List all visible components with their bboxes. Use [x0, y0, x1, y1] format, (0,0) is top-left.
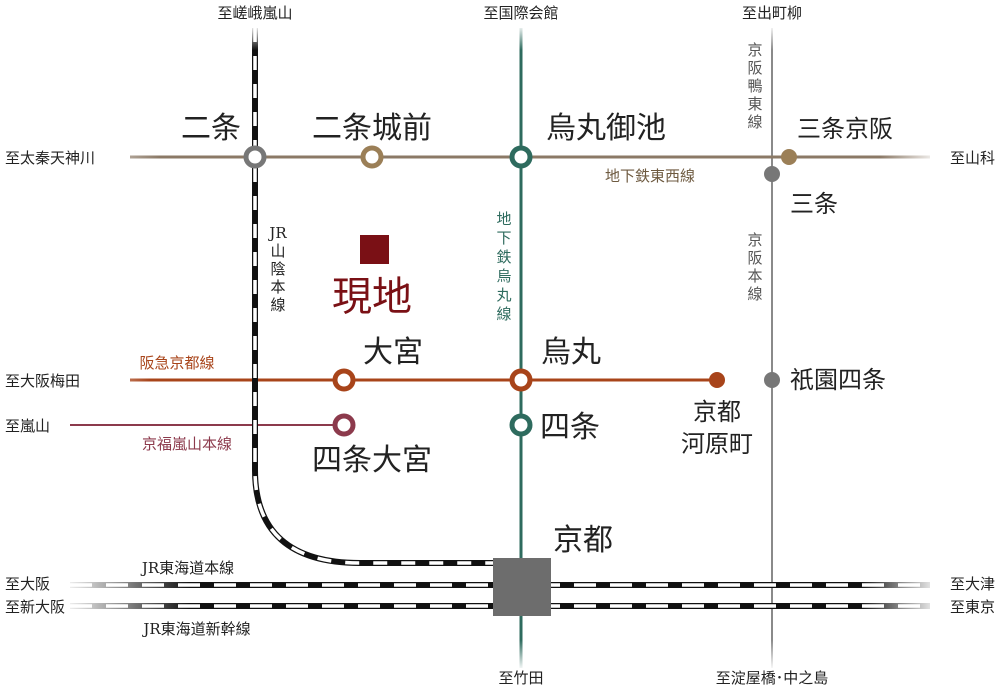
label-hankyu-line: 阪急京都線 — [139, 354, 214, 372]
svg-text:阪: 阪 — [747, 249, 762, 267]
label-jr-sanin-line: JR 山 陰 本 線 — [267, 224, 287, 314]
omiya-station-marker — [332, 368, 356, 392]
direction-shinosaka: 至新大阪 — [5, 598, 65, 616]
label-keihan-oto-line: 京 阪 鴨 東 線 — [747, 41, 762, 131]
kyoto-station-marker — [493, 558, 551, 616]
direction-osaka: 至大阪 — [5, 575, 50, 593]
label-randen-line: 京福嵐山本線 — [142, 435, 232, 453]
sanjo-station-marker — [764, 166, 780, 182]
svg-text:本: 本 — [747, 267, 762, 285]
label-keihan-main-line: 京 阪 本 線 — [747, 231, 762, 303]
svg-text:本: 本 — [270, 278, 285, 296]
station-karasumaoike: 烏丸御池 — [546, 111, 666, 146]
shijo-station-marker — [509, 413, 533, 437]
gionshijo-station-marker — [764, 372, 780, 388]
svg-text:地: 地 — [496, 210, 511, 228]
station-omiya: 大宮 — [363, 335, 423, 370]
station-sanjo: 三条 — [790, 190, 838, 218]
label-karasuma-line: 地 下 鉄 烏 丸 線 — [496, 210, 511, 323]
svg-text:陰: 陰 — [270, 260, 285, 278]
station-kyoto: 京都 — [553, 523, 613, 558]
station-shijo: 四条 — [540, 410, 600, 445]
karasumaoike-station-marker — [509, 145, 533, 169]
station-kawaramachi-line2: 河原町 — [681, 430, 753, 458]
label-tozai-line: 地下鉄東西線 — [605, 167, 695, 185]
svg-text:線: 線 — [496, 305, 511, 323]
station-karasuma: 烏丸 — [541, 335, 601, 370]
svg-text:丸: 丸 — [496, 286, 511, 304]
station-shijoomiya: 四条大宮 — [312, 443, 432, 478]
kawaramachi-station-marker — [709, 372, 725, 388]
station-gionshijo: 祇園四条 — [790, 366, 886, 394]
svg-text:京: 京 — [747, 231, 762, 249]
direction-yodoyabashi: 至淀屋橋･中之島 — [716, 669, 829, 687]
svg-text:鴨: 鴨 — [747, 77, 762, 95]
karasuma-station-marker — [509, 368, 533, 392]
direction-uzumasatenjingawa: 至太秦天神川 — [5, 149, 95, 167]
direction-yamashina: 至山科 — [950, 149, 995, 167]
direction-takeda: 至竹田 — [498, 669, 543, 687]
jr-sanin-line — [252, 28, 495, 566]
nijo-station-marker — [243, 145, 267, 169]
site-label: 現地 — [332, 274, 412, 320]
direction-otsu: 至大津 — [950, 575, 995, 593]
sanjokeihan-station-marker — [781, 149, 797, 165]
direction-sagaarashiyama: 至嵯峨嵐山 — [217, 4, 292, 22]
svg-text:鉄: 鉄 — [496, 248, 511, 266]
direction-kokusaikaikan: 至国際会館 — [483, 4, 558, 22]
direction-demachiyanagi: 至出町柳 — [742, 4, 802, 22]
station-nijojomae: 二条城前 — [312, 111, 432, 146]
station-sanjokeihan: 三条京阪 — [797, 115, 893, 143]
svg-text:京: 京 — [747, 41, 762, 59]
nijojomae-station-marker — [360, 145, 384, 169]
direction-tokyo: 至東京 — [950, 598, 995, 616]
svg-text:阪: 阪 — [747, 59, 762, 77]
label-jr-shinkansen-line: JR東海道新幹線 — [141, 620, 250, 638]
station-nijo: 二条 — [181, 111, 241, 146]
shijoomiya-station-marker — [332, 413, 356, 437]
svg-text:JR: JR — [267, 224, 287, 242]
station-kawaramachi-line1: 京都 — [693, 398, 741, 426]
svg-text:線: 線 — [747, 285, 762, 303]
direction-osakaumeda: 至大阪梅田 — [5, 372, 80, 390]
label-jr-tokaido-line: JR東海道本線 — [140, 559, 234, 577]
svg-text:山: 山 — [270, 242, 285, 260]
svg-text:線: 線 — [747, 113, 762, 131]
svg-text:東: 東 — [747, 95, 762, 113]
svg-text:烏: 烏 — [496, 267, 511, 285]
svg-text:下: 下 — [496, 229, 511, 247]
site-marker — [360, 235, 389, 264]
direction-arashiyama: 至嵐山 — [5, 417, 50, 435]
svg-text:線: 線 — [270, 296, 285, 314]
